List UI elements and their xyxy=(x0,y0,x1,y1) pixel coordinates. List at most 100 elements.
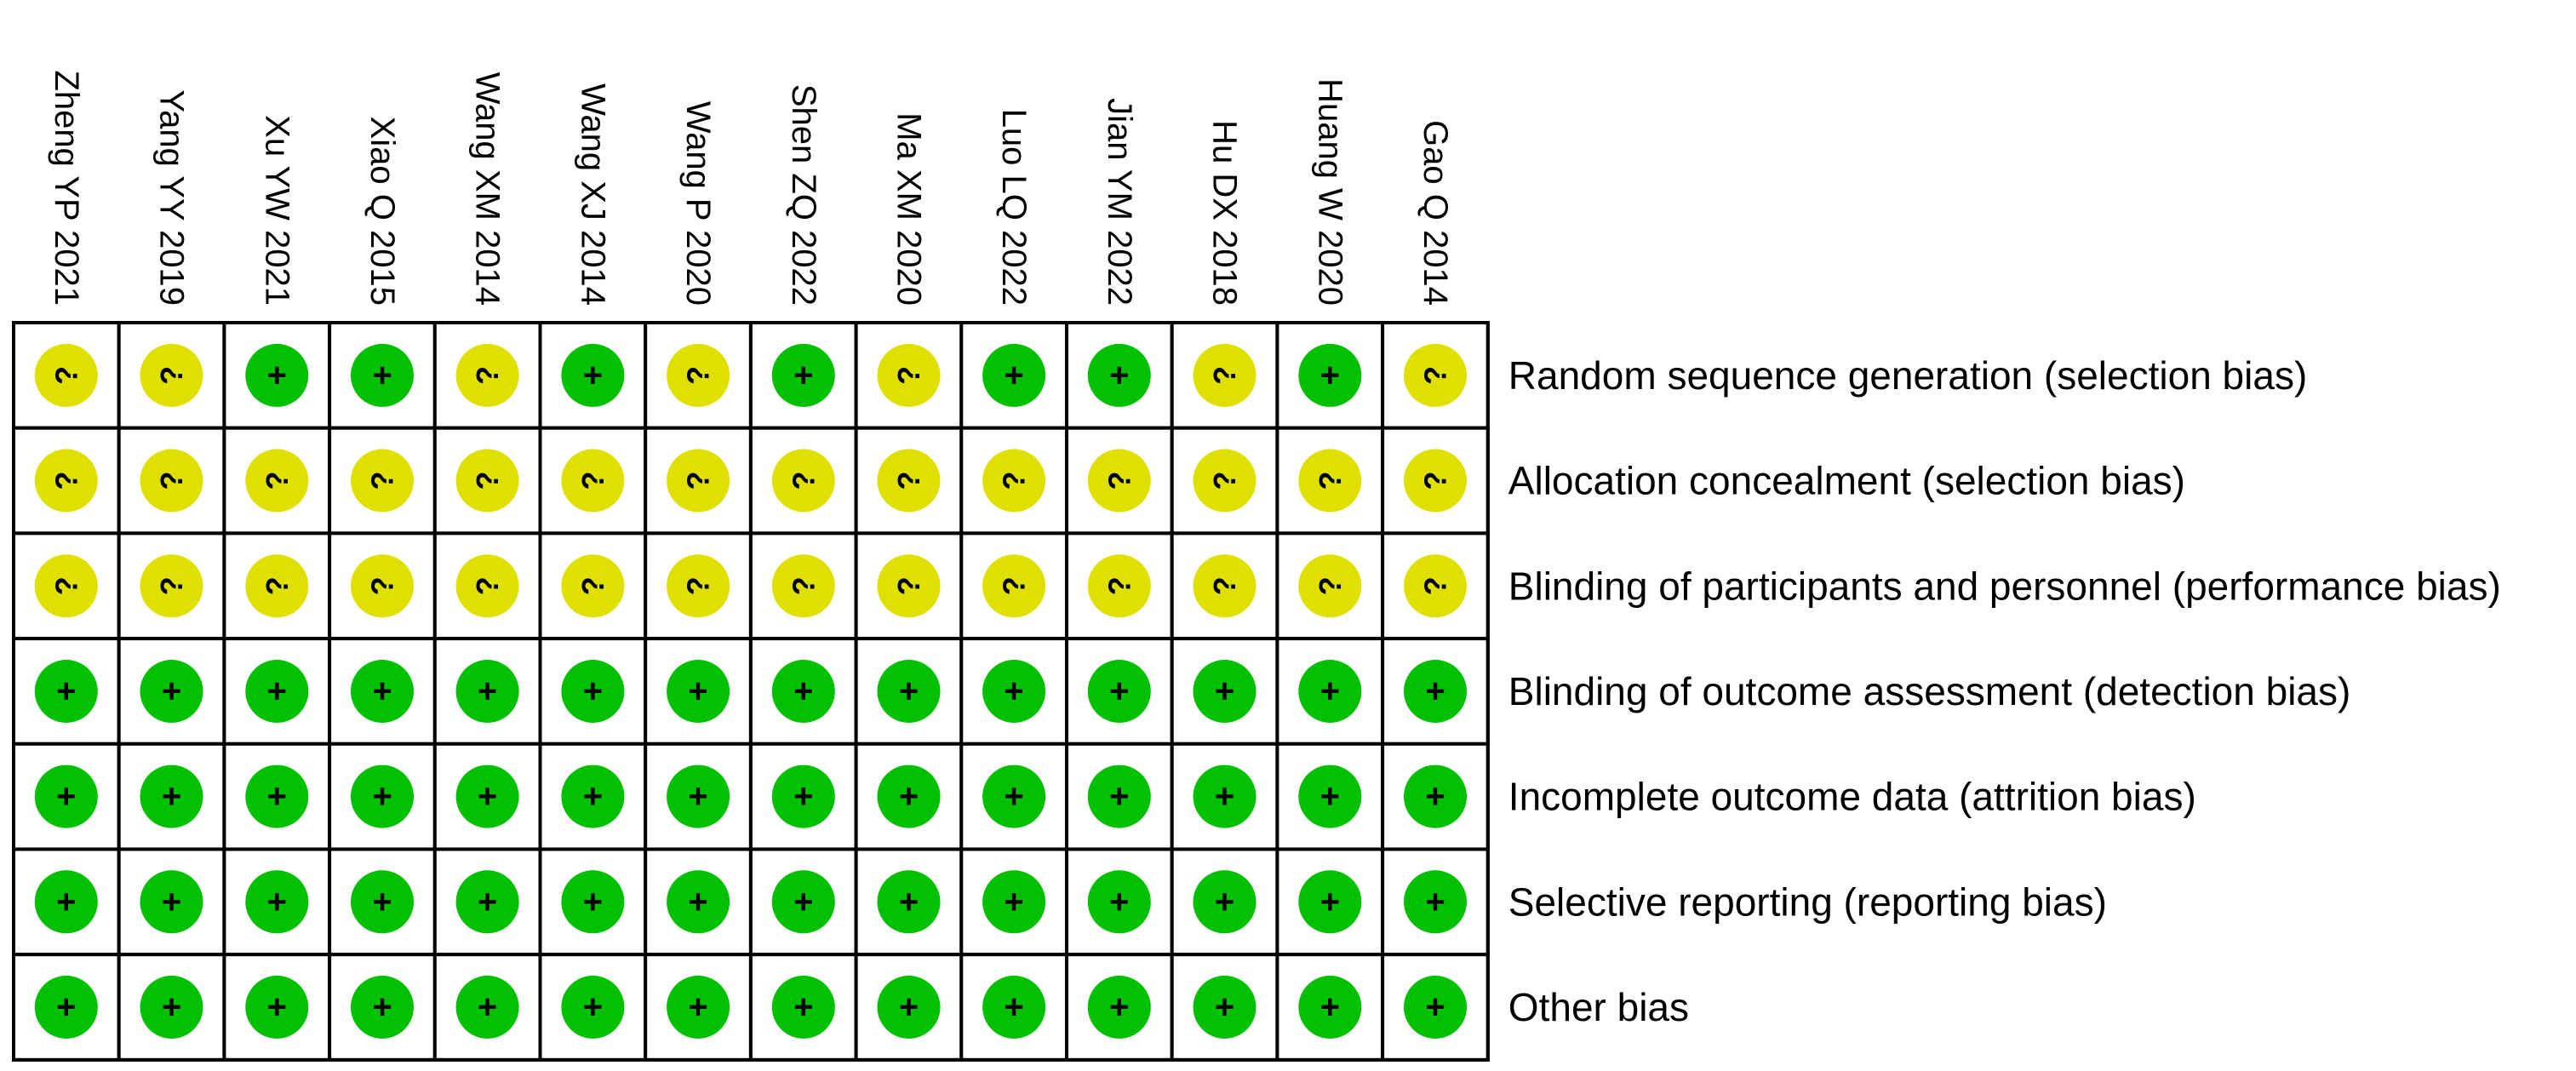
judgement-symbol: + xyxy=(372,673,392,710)
unclear-risk-icon xyxy=(877,449,941,513)
judgement-cell: ? xyxy=(538,531,648,641)
judgement-cell: + xyxy=(328,953,437,1062)
judgement-symbol: + xyxy=(478,778,497,816)
unclear-risk-icon xyxy=(34,343,98,407)
judgement-symbol: ? xyxy=(575,472,610,490)
low-risk-icon xyxy=(245,343,309,407)
unclear-risk-icon xyxy=(34,449,98,513)
judgement-cell: + xyxy=(117,953,226,1062)
judgement-cell: + xyxy=(1065,742,1174,851)
judgement-symbol: + xyxy=(478,883,497,920)
judgement-symbol: + xyxy=(688,778,707,816)
judgement-cell: + xyxy=(1065,847,1174,957)
judgement-cell: ? xyxy=(328,531,437,641)
judgement-symbol: + xyxy=(1109,357,1129,394)
judgement-symbol: + xyxy=(688,883,707,920)
judgement-symbol: ? xyxy=(575,576,610,595)
judgement-cell: + xyxy=(748,847,858,957)
judgement-cell: + xyxy=(644,742,753,851)
study-label: Ma XM 2020 xyxy=(890,112,928,306)
judgement-symbol: + xyxy=(1109,988,1129,1026)
unclear-risk-icon xyxy=(1087,554,1151,618)
judgement-cell: ? xyxy=(12,426,121,536)
judgement-symbol: + xyxy=(372,357,392,394)
judgement-symbol: + xyxy=(1425,673,1445,710)
unclear-risk-icon xyxy=(1193,343,1257,407)
judgement-cell: + xyxy=(538,637,648,746)
unclear-risk-icon xyxy=(455,554,519,618)
judgement-cell: + xyxy=(432,637,542,746)
study-label: Wang XM 2014 xyxy=(469,72,507,306)
low-risk-icon xyxy=(34,870,98,934)
low-risk-icon xyxy=(140,976,203,1039)
low-risk-icon xyxy=(1087,660,1151,723)
judgement-symbol: ? xyxy=(891,366,926,385)
judgement-cell: ? xyxy=(1381,531,1490,641)
judgement-symbol: + xyxy=(583,357,603,394)
judgement-cell: + xyxy=(432,847,542,957)
judgement-cell: + xyxy=(328,637,437,746)
judgement-symbol: + xyxy=(478,988,497,1026)
judgement-symbol: + xyxy=(1320,883,1340,920)
low-risk-icon xyxy=(982,765,1046,828)
judgement-cell: + xyxy=(959,637,1069,746)
judgement-cell: ? xyxy=(432,531,542,641)
judgement-symbol: ? xyxy=(49,576,83,595)
judgement-symbol: + xyxy=(583,883,603,920)
judgement-cell: ? xyxy=(748,426,858,536)
judgement-symbol: ? xyxy=(1102,472,1136,490)
judgement-cell: + xyxy=(748,637,858,746)
judgement-cell: + xyxy=(222,953,332,1062)
judgement-cell: + xyxy=(538,742,648,851)
unclear-risk-icon xyxy=(1087,449,1151,513)
judgement-cell: + xyxy=(1065,953,1174,1062)
unclear-risk-icon xyxy=(667,343,730,407)
judgement-symbol: + xyxy=(1425,778,1445,816)
low-risk-icon xyxy=(771,660,835,723)
cell-border xyxy=(432,953,542,1062)
judgement-cell: ? xyxy=(854,426,964,536)
judgement-cell: ? xyxy=(1170,321,1279,430)
low-risk-icon xyxy=(1087,976,1151,1039)
low-risk-icon xyxy=(561,765,625,828)
judgement-cell: + xyxy=(854,637,964,746)
unclear-risk-icon xyxy=(877,554,941,618)
judgement-symbol: ? xyxy=(1418,472,1453,490)
judgement-cell: + xyxy=(1065,321,1174,430)
judgement-symbol: + xyxy=(1004,673,1023,710)
low-risk-icon xyxy=(245,870,309,934)
judgement-symbol: + xyxy=(793,988,813,1026)
judgement-symbol: ? xyxy=(681,576,716,595)
judgement-symbol: + xyxy=(793,778,813,816)
low-risk-icon xyxy=(351,343,414,407)
study-label: Yang YY 2019 xyxy=(153,89,191,306)
unclear-risk-icon xyxy=(351,449,414,513)
study-label: Gao Q 2014 xyxy=(1417,120,1454,306)
judgement-cell: ? xyxy=(538,426,648,536)
judgement-cell: + xyxy=(12,953,121,1062)
low-risk-icon xyxy=(351,660,414,723)
unclear-risk-icon xyxy=(455,343,519,407)
low-risk-icon xyxy=(771,976,835,1039)
low-risk-icon xyxy=(245,660,309,723)
unclear-risk-icon xyxy=(982,449,1046,513)
judgement-cell: + xyxy=(117,637,226,746)
judgement-cell: ? xyxy=(1275,426,1385,536)
judgement-symbol: + xyxy=(267,988,287,1026)
judgement-symbol: + xyxy=(793,883,813,920)
study-label: Shen ZQ 2022 xyxy=(785,84,822,306)
study-label: Wang XJ 2014 xyxy=(574,83,611,306)
judgement-cell: + xyxy=(538,321,648,430)
judgement-symbol: ? xyxy=(260,472,295,490)
low-risk-icon xyxy=(34,660,98,723)
low-risk-icon xyxy=(982,343,1046,407)
judgement-cell: + xyxy=(1065,637,1174,746)
judgement-cell: ? xyxy=(432,321,542,430)
low-risk-icon xyxy=(455,870,519,934)
low-risk-icon xyxy=(771,870,835,934)
study-label: Zheng YP 2021 xyxy=(48,70,85,306)
judgement-cell: + xyxy=(328,742,437,851)
judgement-cell: + xyxy=(1381,637,1490,746)
cell-border xyxy=(1381,426,1490,536)
